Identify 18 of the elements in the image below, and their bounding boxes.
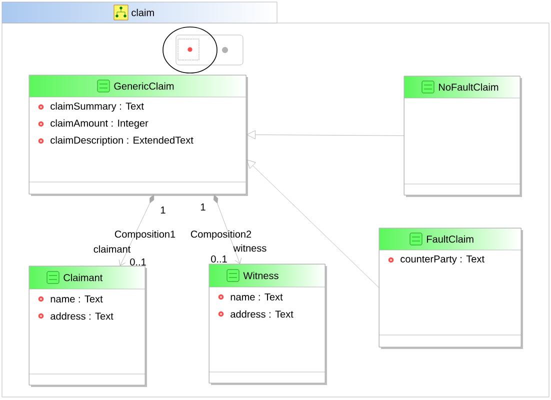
- class-box: GenericClaim claimSummary : Text claimAmount : Integer claimDescription : ExtendedText: [28, 74, 248, 196]
- multiplicity: 0..1: [211, 255, 227, 263]
- role-name: claimant: [94, 245, 131, 253]
- edge-label: Composition1: [114, 230, 176, 240]
- connector-arrow: [246, 160, 380, 288]
- node-label: claim: [132, 8, 154, 16]
- connector-arrow: [118, 194, 154, 266]
- edge-label: Composition2: [190, 230, 252, 240]
- class-box: Claimant name : Text address : Text: [28, 266, 147, 387]
- connector-arrow: [246, 130, 404, 140]
- multiplicity: 1: [201, 204, 206, 210]
- class-box: NoFaultClaim: [404, 76, 522, 197]
- multiplicity: 1: [161, 206, 166, 214]
- class-box: Witness name : Text address : Text: [208, 264, 327, 385]
- multiplicity: 0..1: [130, 258, 146, 266]
- connector-arrow: [213, 194, 242, 264]
- class-box: FaultClaim counterParty : Text: [378, 228, 523, 349]
- role-name: witness: [233, 244, 266, 252]
